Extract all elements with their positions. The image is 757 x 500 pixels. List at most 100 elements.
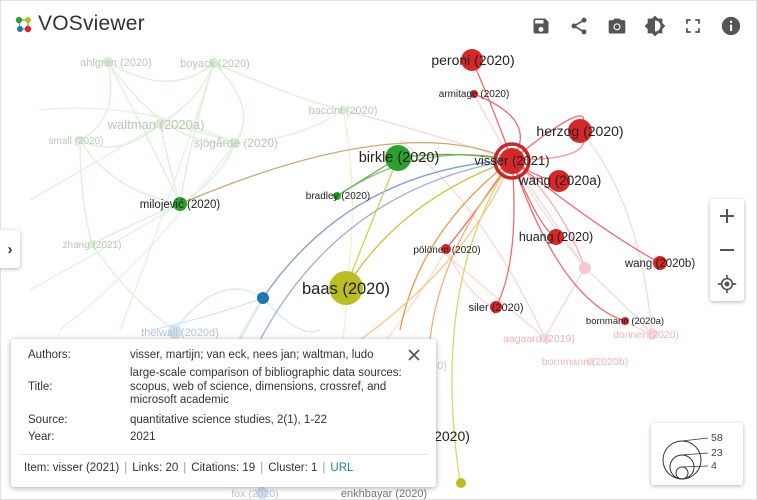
label-visser: visser (2021)	[474, 153, 549, 168]
label-fox: fox (2020)	[231, 488, 278, 500]
node-peroni[interactable]	[461, 49, 483, 71]
node-birkle[interactable]	[385, 145, 411, 171]
info-footer: Item: visser (2021)|Links: 20|Citations:…	[24, 462, 354, 474]
label-huang: huang (2020)	[519, 230, 593, 244]
source-value: quantitative science studies, 2(1), 1-22	[130, 414, 327, 426]
info-divider	[19, 454, 428, 455]
node-armitage[interactable]	[470, 90, 478, 98]
close-icon[interactable]	[407, 348, 425, 366]
node-baccini[interactable]	[339, 106, 347, 114]
item-info-panel: Authors: visser, martijn; van eck, nees …	[11, 339, 436, 487]
app-logo: VOSviewer	[14, 12, 145, 36]
node-visser[interactable]	[499, 148, 525, 174]
node-herzog[interactable]	[568, 119, 592, 143]
node-fox[interactable]	[256, 487, 268, 499]
fullscreen-icon[interactable]	[679, 13, 707, 39]
label-zhang: zhang (2021)	[63, 240, 122, 251]
title-label: Title:	[28, 381, 53, 393]
size-legend-value-large: 58	[711, 432, 723, 444]
title-line-2: scopus, web of science, dimensions, cros…	[130, 380, 387, 393]
authors-label: Authors:	[28, 349, 71, 361]
label-siler: siler (2020)	[468, 302, 523, 314]
node-bornmann2020b[interactable]	[586, 358, 594, 366]
node-sjogarde[interactable]	[230, 138, 240, 148]
label-bradley: bradley (2020)	[306, 191, 370, 202]
size-legend-circles	[662, 437, 709, 480]
node-small[interactable]	[76, 136, 84, 144]
label-waltman: waltman (2020a)	[107, 117, 205, 132]
source-label: Source:	[28, 414, 68, 426]
authors-value: visser, martijn; van eck, nees jan; walt…	[130, 349, 374, 361]
node-yellow-small[interactable]	[456, 478, 466, 488]
labels: ahlgren (2020) boyack (2020) baccini (20…	[48, 52, 695, 500]
node-polonen[interactable]	[441, 244, 451, 254]
node-thelwall[interactable]	[168, 325, 182, 339]
node-huang[interactable]	[548, 229, 564, 245]
footer-item: Item: visser (2021)	[24, 462, 120, 474]
label-aagaard: aagaard (2019)	[503, 333, 575, 345]
label-small: small (2020)	[48, 136, 103, 147]
size-legend: 58 23 4	[651, 423, 743, 485]
selected-node-ring	[493, 142, 531, 180]
app-title: VOSviewer	[38, 12, 145, 35]
label-partial-0: 0)	[437, 360, 447, 372]
year-value: 2021	[130, 431, 156, 443]
footer-links: Links: 20	[132, 462, 179, 474]
node-waltman[interactable]	[155, 119, 165, 129]
label-armitage: armitage (2020)	[439, 89, 510, 100]
info-icon[interactable]	[717, 13, 745, 39]
label-peroni: peroni (2020)	[431, 52, 514, 68]
save-icon[interactable]	[527, 13, 555, 39]
node-bradley[interactable]	[333, 192, 341, 200]
label-bornmann2020a: bornmann (2020a)	[586, 316, 664, 327]
node-siler[interactable]	[490, 301, 502, 313]
label-boyack: boyack (2020)	[180, 58, 250, 70]
chevron-right-icon: ›	[7, 240, 13, 258]
title-line-1: large-scale comparison of bibliographic …	[130, 367, 402, 379]
node-wang2020a[interactable]	[548, 170, 570, 192]
node-wang2020b[interactable]	[653, 256, 667, 270]
label-birkle: birkle (2020)	[359, 150, 440, 166]
node-aagaard[interactable]	[540, 333, 550, 343]
node-milojevic[interactable]	[173, 197, 187, 211]
zoom-in-icon[interactable]	[710, 199, 744, 233]
node-baas[interactable]	[329, 271, 363, 305]
label-bornmann2020b: bornmann (2020b)	[542, 356, 628, 368]
locate-icon[interactable]	[710, 267, 744, 301]
node-donner[interactable]	[646, 328, 658, 340]
brightness-icon[interactable]	[641, 13, 669, 39]
nodes	[76, 49, 667, 499]
label-wang2020b: wang (2020b)	[624, 258, 695, 270]
label-ahlgren: ahlgren (2020)	[80, 57, 152, 69]
label-herzog: herzog (2020)	[536, 123, 623, 139]
year-label: Year:	[28, 431, 55, 443]
size-legend-value-small: 4	[711, 460, 717, 472]
expand-panel-button[interactable]: ›	[0, 230, 20, 268]
node-faded-red[interactable]	[579, 262, 591, 274]
label-baccini: baccini (2020)	[308, 105, 377, 117]
toolbar	[527, 13, 745, 39]
label-thelwall: thelwall (2020d)	[141, 327, 219, 339]
zoom-controls	[710, 199, 744, 301]
footer-citations: Citations: 19	[191, 462, 256, 474]
label-baas: baas (2020)	[302, 280, 390, 298]
vosviewer-logo-icon	[15, 16, 32, 33]
node-bornmann2020a[interactable]	[621, 317, 629, 325]
node-boyack[interactable]	[209, 58, 219, 68]
label-sjogarde: sjögårde (2020)	[194, 136, 278, 150]
label-donner: donner (2020)	[613, 329, 679, 341]
share-icon[interactable]	[565, 13, 593, 39]
faded-edges	[29, 61, 653, 421]
title-line-3: microsoft academic	[130, 394, 230, 406]
label-enkhbayar: enkhbayar (2020)	[341, 488, 427, 500]
url-link[interactable]: URL	[330, 462, 354, 474]
label-partial-2020: 2020)	[434, 428, 470, 444]
node-ahlgren[interactable]	[103, 57, 113, 67]
zoom-out-icon[interactable]	[710, 233, 744, 267]
label-polonen: pölönen (2020)	[413, 245, 480, 256]
title-value: large-scale comparison of bibliographic …	[130, 367, 410, 408]
node-blue[interactable]	[257, 292, 269, 304]
camera-icon[interactable]	[603, 13, 631, 39]
node-zhang[interactable]	[88, 240, 96, 248]
